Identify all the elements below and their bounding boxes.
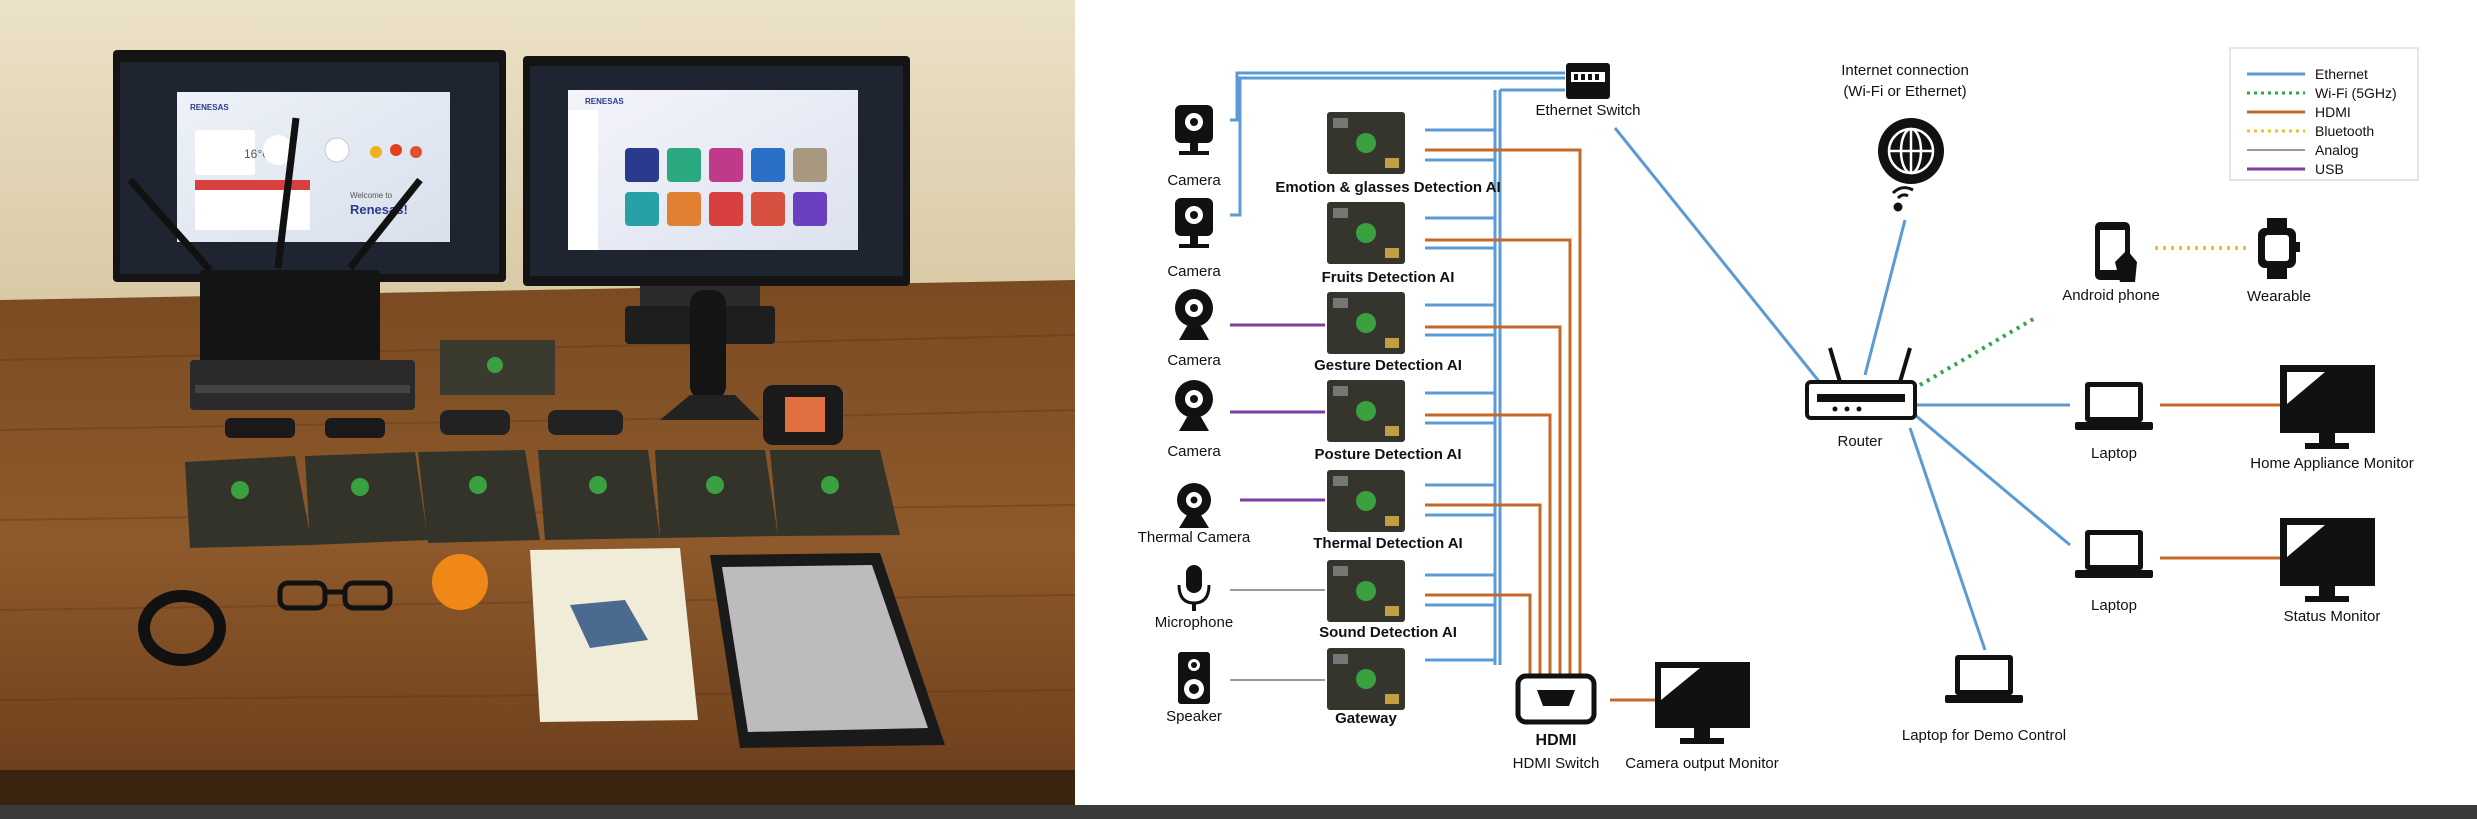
right-monitor-brand: RENESAS xyxy=(585,97,624,106)
legend-label-hdmi: HDMI xyxy=(2315,104,2351,120)
hdmi-switch-label: HDMI Switch xyxy=(1513,755,1600,772)
network-diagram: Emotion & glasses Detection AI Fruits De… xyxy=(1075,0,2477,805)
ethernet-link xyxy=(1230,71,1565,122)
board-fruits xyxy=(1327,202,1405,264)
wearable-icon xyxy=(2258,218,2300,279)
photo-router xyxy=(127,117,423,365)
laptop-demo-label: Laptop for Demo Control xyxy=(1902,727,2066,744)
status-monitor-label: Status Monitor xyxy=(2284,608,2381,625)
legend-label-ethernet: Ethernet xyxy=(2315,66,2368,82)
left-monitor: RENESAS 16°C Welcome to Renesas! xyxy=(113,50,506,300)
laptop-1-label: Laptop xyxy=(2091,445,2137,462)
internet-label: Internet connection xyxy=(1841,62,1969,79)
board-label-gateway: Gateway xyxy=(1335,710,1397,727)
webcam-icon xyxy=(1175,289,1213,340)
ethernet-link xyxy=(1613,127,1832,396)
board-gateway xyxy=(1327,648,1405,710)
board-label-sound: Sound Detection AI xyxy=(1319,624,1457,641)
hdmi-links xyxy=(1425,148,2280,702)
analog-links xyxy=(1230,589,1325,681)
device-label-microphone: Microphone xyxy=(1155,614,1233,631)
device-label-camera-4: Camera xyxy=(1167,443,1221,460)
board-icons xyxy=(1327,112,1405,710)
legend-label-wifi: Wi-Fi (5GHz) xyxy=(2315,85,2397,101)
photo-webcam xyxy=(440,410,510,435)
usb-links xyxy=(1230,323,1325,502)
photo-glasses xyxy=(277,580,393,611)
board-sound xyxy=(1327,560,1405,622)
board-thermal xyxy=(1327,470,1405,532)
setup-photo: RENESAS 16°C Welcome to Renesas! RENESAS xyxy=(0,0,1075,805)
ethernet-switch-label: Ethernet Switch xyxy=(1535,102,1640,119)
wifi-signal-icon xyxy=(1891,186,1914,212)
legend: Ethernet Wi-Fi (5GHz) HDMI Bluetooth Ana… xyxy=(2229,47,2419,181)
wearable-label: Wearable xyxy=(2247,288,2311,305)
wifi-link xyxy=(1918,316,2037,387)
bottom-strip xyxy=(0,805,2477,819)
monitor-icon xyxy=(1655,662,1750,744)
right-monitor: RENESAS xyxy=(523,56,910,344)
globe-icon xyxy=(1878,118,1944,184)
router-label: Router xyxy=(1837,433,1882,450)
left-monitor-brand: RENESAS xyxy=(190,103,229,112)
hdmi-switch-icon xyxy=(1515,673,1597,725)
camera-icon xyxy=(1175,105,1213,155)
monitor-icon xyxy=(2280,518,2375,602)
ethernet-link xyxy=(1914,413,2071,547)
photo-wearable xyxy=(138,590,226,666)
board-emotion xyxy=(1327,112,1405,174)
hdmi-icon-text: HDMI xyxy=(1536,732,1577,749)
ethernet-link xyxy=(1230,76,1565,217)
ethernet-link xyxy=(1863,219,1907,376)
left-monitor-welcome: Welcome to xyxy=(350,191,393,200)
internet-sub-label: (Wi-Fi or Ethernet) xyxy=(1843,83,1966,100)
monitor-icon xyxy=(2280,365,2375,449)
legend-label-analog: Analog xyxy=(2315,142,2359,158)
webcam-icon xyxy=(1175,380,1213,431)
board-label-fruits: Fruits Detection AI xyxy=(1322,269,1455,286)
device-label-thermal-camera: Thermal Camera xyxy=(1138,529,1251,546)
board-label-emotion: Emotion & glasses Detection AI xyxy=(1275,179,1500,196)
setup-photo-drawing: RENESAS 16°C Welcome to Renesas! RENESAS xyxy=(0,0,1075,805)
microphone-icon xyxy=(1177,565,1211,611)
photo-orange xyxy=(432,554,488,610)
board-label-thermal: Thermal Detection AI xyxy=(1313,535,1462,552)
legend-label-usb: USB xyxy=(2315,161,2344,177)
laptop-icon xyxy=(2075,382,2153,430)
device-label-camera-1: Camera xyxy=(1167,172,1221,189)
thermal-camera-icon xyxy=(1177,483,1211,528)
router-icon xyxy=(1805,347,1917,420)
laptop-icon xyxy=(2075,530,2153,578)
photo-board-row xyxy=(185,450,900,548)
speaker-icon xyxy=(1178,652,1210,704)
photo-microphone xyxy=(690,290,726,400)
laptop-icon xyxy=(1945,655,2023,703)
camera-icon xyxy=(1175,198,1213,248)
ethernet-links xyxy=(1230,71,2071,665)
device-label-camera-3: Camera xyxy=(1167,352,1221,369)
laptop-2-label: Laptop xyxy=(2091,597,2137,614)
ethernet-link xyxy=(1908,427,1987,651)
home-appliance-monitor-label: Home Appliance Monitor xyxy=(2250,455,2413,472)
device-label-speaker: Speaker xyxy=(1166,708,1222,725)
camera-output-monitor-label: Camera output Monitor xyxy=(1625,755,1778,772)
board-gesture xyxy=(1327,292,1405,354)
network-diagram-svg: Emotion & glasses Detection AI Fruits De… xyxy=(1138,47,2419,772)
board-label-posture: Posture Detection AI xyxy=(1315,446,1462,463)
ethernet-switch-icon xyxy=(1566,63,1610,99)
board-posture xyxy=(1327,380,1405,442)
android-phone-label: Android phone xyxy=(2062,287,2160,304)
device-label-camera-2: Camera xyxy=(1167,263,1221,280)
android-phone-icon xyxy=(2095,222,2137,282)
legend-label-bluetooth: Bluetooth xyxy=(2315,123,2374,139)
board-label-gesture: Gesture Detection AI xyxy=(1314,357,1462,374)
